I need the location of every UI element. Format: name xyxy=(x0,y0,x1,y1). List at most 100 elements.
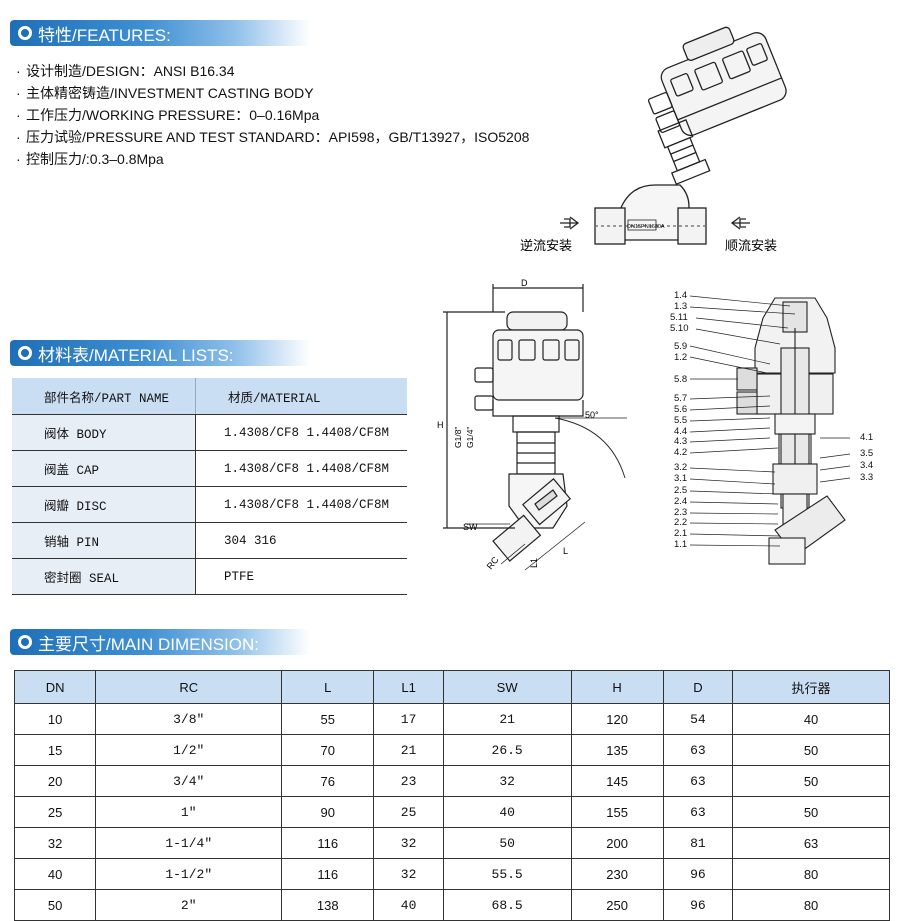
table-cell: 23 xyxy=(373,765,444,797)
table-cell: 55.5 xyxy=(442,858,572,890)
material-header-part: 部件名称/PART NAME xyxy=(12,378,196,415)
table-cell: 17 xyxy=(373,703,444,735)
table-cell: 1-1/2″ xyxy=(95,858,283,890)
table-cell: 230 xyxy=(570,858,664,890)
list-item: ·主体精密铸造/INVESTMENT CASTING BODY xyxy=(16,85,314,101)
dim-label-d: D xyxy=(521,278,528,288)
dim-label-rc: RC xyxy=(485,554,501,571)
part-label: 4.2 xyxy=(674,447,688,458)
table-cell: 68.5 xyxy=(442,889,572,921)
table-cell: 50 xyxy=(732,796,890,828)
table-cell: 50 xyxy=(732,734,890,766)
table-cell: 116 xyxy=(281,827,375,859)
table-cell: 32 xyxy=(442,765,572,797)
part-label: 2.4 xyxy=(674,496,688,507)
table-cell: 40 xyxy=(373,889,444,921)
nameplate-label: DN15PN1630A xyxy=(627,224,665,230)
materials-header: 材料表/MATERIAL LISTS: xyxy=(10,340,310,366)
table-cell: 15 xyxy=(13,734,97,766)
section-bullet-icon xyxy=(18,26,32,40)
table-cell: 80 xyxy=(732,889,890,921)
part-label: 2.1 xyxy=(674,528,688,539)
table-cell: 81 xyxy=(662,827,734,859)
table-cell: 90 xyxy=(281,796,375,828)
materials-title: 材料表/MATERIAL LISTS: xyxy=(38,345,234,365)
valve-dimension-drawing: D H G1/8" G1/4" 50° SW RC L1 L xyxy=(437,278,627,571)
part-label: 5.8 xyxy=(674,374,688,385)
table-cell: 63 xyxy=(662,734,734,766)
table-cell: 26.5 xyxy=(442,734,572,766)
part-label: 3.4 xyxy=(860,460,874,471)
table-cell: 1/2″ xyxy=(95,734,283,766)
part-callouts xyxy=(689,295,851,547)
col-header-h: H xyxy=(570,670,664,704)
col-header-d: D xyxy=(662,670,734,704)
list-item: ·工作压力/WORKING PRESSURE：0–0.16Mpa xyxy=(16,107,320,123)
table-cell: 3/8″ xyxy=(95,703,283,735)
part-label: 5.6 xyxy=(674,404,688,415)
table-cell: 63 xyxy=(662,765,734,797)
table-cell: 20 xyxy=(13,765,97,797)
dim-label-sw: SW xyxy=(463,522,478,532)
table-cell: 50 xyxy=(13,889,97,921)
col-header-rc: RC xyxy=(95,670,283,704)
dimensions-header: 主要尺寸/MAIN DIMENSION: xyxy=(10,629,310,655)
table-cell: 40 xyxy=(732,703,890,735)
reverse-install-label: 逆流安装 xyxy=(520,238,572,253)
features-title: 特性/FEATURES: xyxy=(38,25,171,45)
table-cell: 50 xyxy=(442,827,572,859)
table-cell: 145 xyxy=(570,765,664,797)
table-cell: 32 xyxy=(13,827,97,859)
table-cell: 25 xyxy=(373,796,444,828)
table-cell: 1″ xyxy=(95,796,283,828)
table-cell: 96 xyxy=(662,889,734,921)
part-label: 1.1 xyxy=(674,539,688,550)
features-list: ·设计制造/DESIGN：ANSI B16.34 ·主体精密铸造/INVESTM… xyxy=(16,60,529,170)
table-cell: 120 xyxy=(570,703,664,735)
table-cell: 25 xyxy=(13,796,97,828)
part-label: 2.2 xyxy=(674,517,688,528)
part-label: 5.9 xyxy=(674,341,688,352)
col-header-dn: DN xyxy=(13,670,97,704)
part-label: 4.4 xyxy=(674,426,688,437)
part-label: 5.7 xyxy=(674,393,688,404)
table-cell: 2″ xyxy=(95,889,283,921)
part-label: 3.1 xyxy=(674,473,688,484)
table-cell: 63 xyxy=(732,827,890,859)
forward-install-label: 顺流安装 xyxy=(725,238,777,253)
table-cell: 200 xyxy=(570,827,664,859)
col-header-actuator: 执行器 xyxy=(732,670,890,704)
part-label: 3.3 xyxy=(860,472,874,483)
table-cell: 63 xyxy=(662,796,734,828)
table-cell: 32 xyxy=(373,858,444,890)
section-bullet-icon xyxy=(18,346,32,360)
part-label: 5.11 xyxy=(670,312,688,323)
part-label: 1.4 xyxy=(674,290,688,301)
part-label: 1.2 xyxy=(674,352,688,363)
dim-label-g18: G1/8" xyxy=(453,427,463,448)
part-label: 5.10 xyxy=(670,323,689,334)
table-cell: 135 xyxy=(570,734,664,766)
section-bullet-icon xyxy=(18,635,32,649)
table-cell: 96 xyxy=(662,858,734,890)
table-cell: 40 xyxy=(13,858,97,890)
table-cell: 116 xyxy=(281,858,375,890)
col-header-l: L xyxy=(281,670,375,704)
dim-label-l1: L1 xyxy=(529,558,539,568)
table-cell: 70 xyxy=(281,734,375,766)
table-cell: 10 xyxy=(13,703,97,735)
list-item: ·控制压力/:0.3–0.8Mpa xyxy=(16,151,164,167)
dim-label-l: L xyxy=(563,546,568,556)
dim-label-g14: G1/4" xyxy=(465,427,475,448)
valve-section-drawing xyxy=(736,297,846,565)
table-cell: 21 xyxy=(442,703,572,735)
